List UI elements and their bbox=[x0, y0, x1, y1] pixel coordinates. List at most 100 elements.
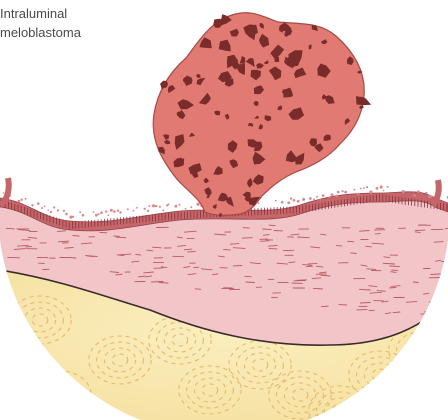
surface-dot bbox=[3, 192, 5, 194]
fiber-dash bbox=[377, 291, 385, 292]
surface-dot bbox=[65, 213, 68, 216]
fiber-dash bbox=[321, 306, 328, 307]
bone-whorl bbox=[404, 338, 435, 362]
surface-dot bbox=[380, 185, 383, 188]
tumor-cell-cluster bbox=[356, 96, 371, 105]
surface-dot bbox=[107, 214, 109, 216]
fiber-dash bbox=[263, 229, 272, 230]
surface-dot bbox=[41, 207, 43, 209]
surface-dot bbox=[190, 206, 192, 208]
surface-dot bbox=[31, 204, 33, 206]
fiber-dash bbox=[406, 302, 417, 303]
bone-whorl bbox=[52, 389, 68, 401]
surface-dot bbox=[162, 210, 164, 212]
tumor-mass bbox=[153, 13, 371, 217]
surface-dot bbox=[316, 196, 318, 198]
surface-dot bbox=[309, 197, 312, 200]
fiber-dash bbox=[195, 289, 201, 290]
fiber-dash bbox=[260, 239, 268, 240]
fiber-dash bbox=[366, 246, 372, 247]
surface-dot bbox=[417, 190, 420, 193]
fiber-dash bbox=[114, 236, 119, 237]
fiber-dash bbox=[6, 228, 14, 229]
surface-dot bbox=[95, 214, 98, 217]
surface-dot bbox=[98, 213, 100, 215]
surface-dot bbox=[425, 192, 427, 194]
surface-dot bbox=[344, 191, 347, 194]
surface-dot bbox=[383, 190, 385, 192]
annotation-label: Intraluminal meloblastoma bbox=[0, 4, 81, 42]
label-line-2: meloblastoma bbox=[0, 23, 81, 42]
surface-dot bbox=[113, 210, 116, 213]
surface-dot bbox=[275, 200, 277, 202]
surface-dot bbox=[293, 199, 296, 202]
surface-dot bbox=[287, 201, 290, 204]
fiber-dash bbox=[136, 254, 141, 255]
fiber-dash bbox=[415, 232, 420, 233]
surface-dot bbox=[117, 210, 119, 212]
fiber-dash bbox=[194, 267, 199, 268]
surface-dot bbox=[167, 203, 169, 205]
surface-dot bbox=[152, 204, 155, 207]
surface-dot bbox=[363, 187, 365, 189]
fiber-dash bbox=[269, 225, 275, 226]
surface-dot bbox=[357, 193, 360, 196]
surface-dot bbox=[79, 211, 81, 213]
surface-dot bbox=[414, 195, 416, 197]
fiber-dash bbox=[390, 266, 400, 267]
cyst-wall-left bbox=[0, 178, 9, 205]
bone-whorl bbox=[412, 344, 428, 356]
surface-dot bbox=[110, 209, 113, 212]
surface-dot bbox=[93, 211, 95, 213]
surface-dot bbox=[155, 205, 157, 207]
surface-dot bbox=[159, 206, 161, 208]
surface-dot bbox=[53, 206, 55, 208]
fiber-dash bbox=[361, 303, 371, 304]
surface-dot bbox=[366, 186, 368, 188]
surface-dot bbox=[428, 195, 431, 198]
cyst-wall-right bbox=[432, 180, 439, 205]
surface-dot bbox=[50, 211, 52, 213]
surface-dot bbox=[185, 208, 187, 210]
surface-dot bbox=[82, 214, 85, 217]
fiber-dash bbox=[348, 241, 354, 242]
surface-dot bbox=[18, 200, 21, 203]
fiber-dash bbox=[434, 242, 443, 243]
surface-dot bbox=[147, 210, 149, 212]
surface-dot bbox=[402, 190, 405, 193]
surface-dot bbox=[133, 210, 135, 212]
surface-dot bbox=[175, 205, 178, 208]
surface-dot bbox=[290, 197, 292, 199]
surface-dot bbox=[48, 209, 50, 211]
surface-dot bbox=[136, 207, 138, 209]
fiber-dash bbox=[152, 282, 164, 283]
surface-dot bbox=[331, 193, 334, 196]
surface-dot bbox=[302, 198, 305, 201]
fiber-dash bbox=[153, 247, 161, 248]
surface-dot bbox=[376, 187, 379, 190]
surface-dot bbox=[100, 211, 103, 214]
surface-dot bbox=[281, 201, 284, 204]
surface-dot bbox=[148, 205, 150, 207]
surface-dot bbox=[37, 202, 40, 205]
fiber-dash bbox=[230, 244, 239, 245]
surface-dot bbox=[25, 198, 27, 200]
tumor-cell-cluster bbox=[245, 27, 251, 31]
bone-whorl bbox=[29, 371, 91, 419]
surface-dot bbox=[329, 197, 331, 199]
surface-dot bbox=[322, 194, 325, 197]
label-line-1: Intraluminal bbox=[0, 4, 81, 23]
surface-dot bbox=[57, 209, 59, 211]
fiber-dash bbox=[116, 237, 126, 238]
surface-dot bbox=[179, 204, 181, 206]
surface-dot bbox=[197, 203, 200, 206]
surface-dot bbox=[342, 190, 344, 192]
surface-dot bbox=[44, 206, 46, 208]
fiber-dash bbox=[367, 269, 376, 270]
surface-dot bbox=[21, 199, 23, 201]
surface-dot bbox=[63, 210, 65, 212]
fiber-dash bbox=[351, 253, 357, 254]
surface-dot bbox=[72, 216, 74, 218]
